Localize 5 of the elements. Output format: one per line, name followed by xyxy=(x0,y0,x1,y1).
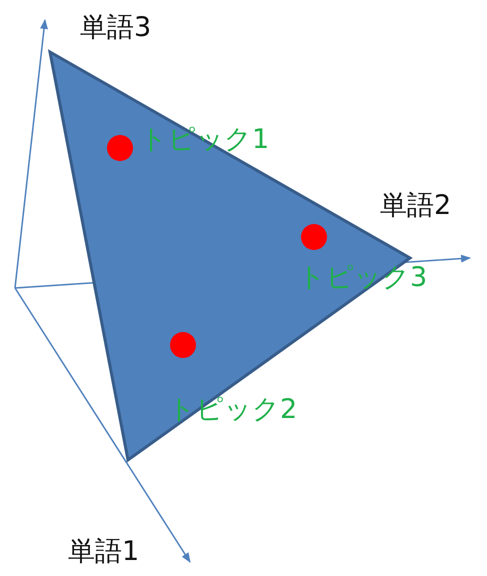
axis-label: 単語3 xyxy=(80,14,152,41)
axis-label: 単語1 xyxy=(68,538,140,565)
axis-label: 単語2 xyxy=(380,192,452,219)
topic-label: トピック2 xyxy=(168,396,298,423)
topic-label: トピック3 xyxy=(298,264,428,291)
